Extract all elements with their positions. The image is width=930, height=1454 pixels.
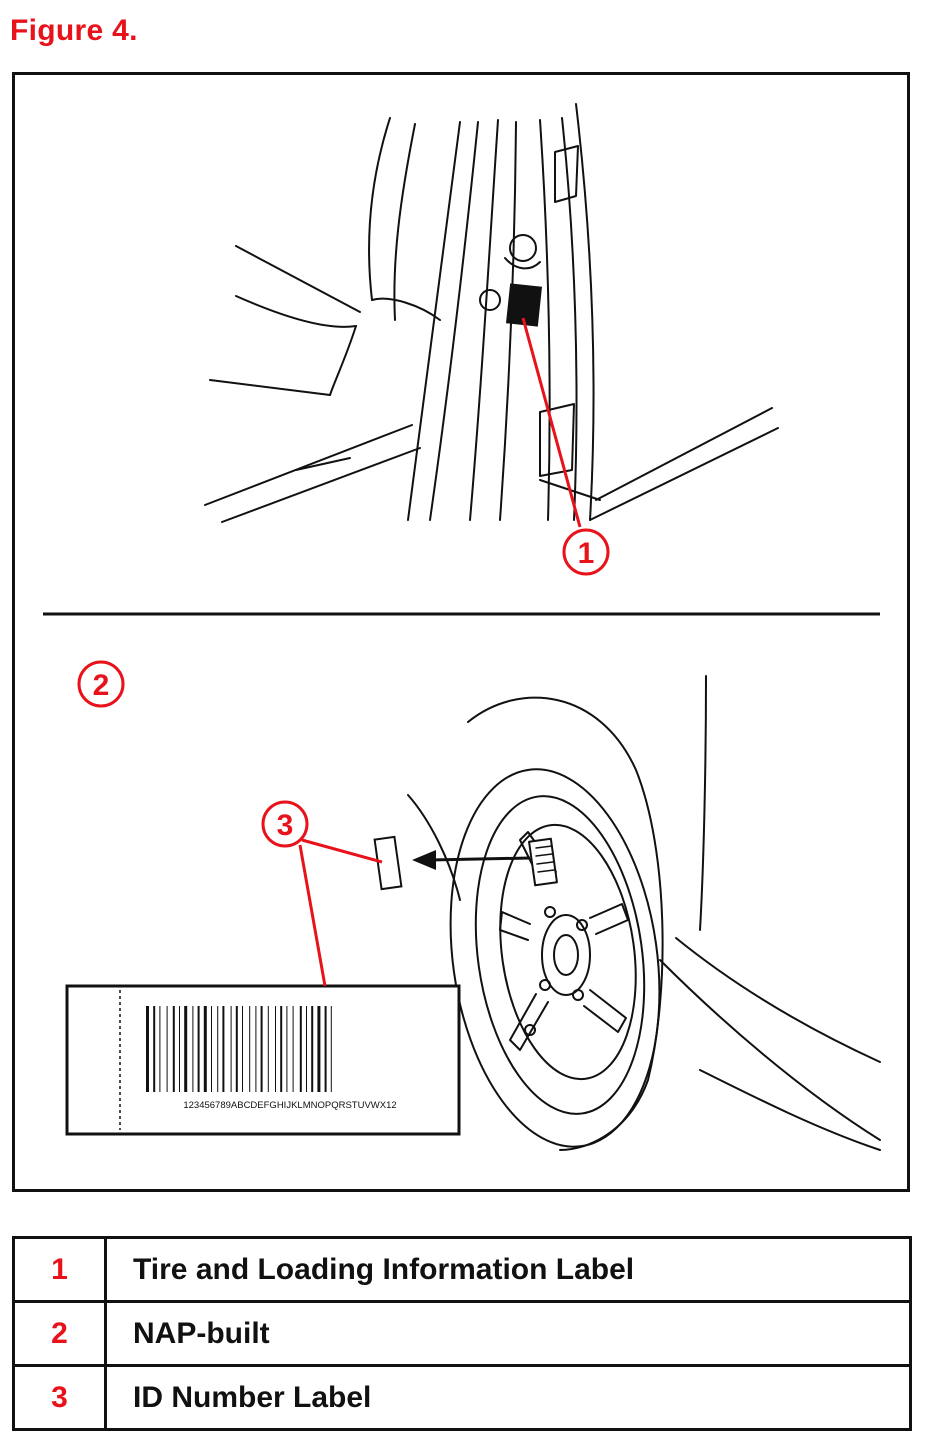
legend-label: Tire and Loading Information Label	[104, 1236, 912, 1303]
legend-label: ID Number Label	[104, 1364, 912, 1431]
fender-arc	[467, 696, 664, 1151]
id-label-small	[373, 835, 403, 891]
legend-row: 3 ID Number Label	[12, 1364, 912, 1431]
callout-1: 1	[562, 528, 610, 576]
wheel-rim	[499, 823, 637, 1081]
legend-row: 1 Tire and Loading Information Label	[12, 1236, 912, 1303]
legend-label: NAP-built	[104, 1300, 912, 1367]
callout-2-number: 2	[93, 669, 110, 702]
pillar-line	[407, 121, 461, 521]
callout-3-leader-a	[301, 838, 383, 864]
barcode-label-enlarged	[65, 984, 461, 1136]
barcode-text: 123456789ABCDEFGHIJKLMNOPQRSTUVWX12	[183, 1100, 396, 1111]
seat-edge-line	[368, 117, 391, 301]
legend-number: 1	[12, 1236, 107, 1303]
callout-3-leader-b	[298, 844, 327, 987]
legend-number: 3	[12, 1364, 107, 1431]
callout-3: 3	[261, 800, 309, 848]
callout-3-number: 3	[277, 809, 294, 842]
tire-outline	[449, 768, 661, 1148]
figure-title: Figure 4.	[10, 14, 138, 47]
arrow-line	[429, 856, 531, 862]
barcode-bars	[146, 1006, 332, 1092]
legend-number: 2	[12, 1300, 107, 1367]
tire-info-label-patch	[505, 283, 543, 327]
legend-table: 1 Tire and Loading Information Label 2 N…	[12, 1236, 912, 1431]
latch-bolt-icon	[509, 234, 537, 262]
callout-1-number: 1	[578, 537, 595, 570]
callout-2: 2	[77, 660, 125, 708]
legend-row: 2 NAP-built	[12, 1300, 912, 1367]
arrow-head-icon	[412, 850, 436, 870]
callout-1-leader	[521, 317, 582, 528]
